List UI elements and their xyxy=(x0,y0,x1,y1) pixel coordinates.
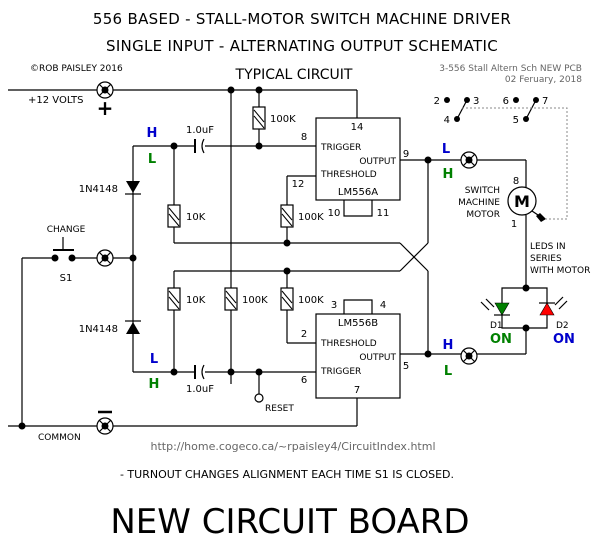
plus-12v-label: +12 VOLTS xyxy=(28,95,83,106)
ic-a-pin8: 8 xyxy=(301,132,307,143)
r-100k-b-mid-label: 100K xyxy=(242,295,268,306)
ic-b-name: LM556B xyxy=(338,318,378,329)
resistor-100k-a12 xyxy=(280,204,294,228)
led-d2-label: D2 xyxy=(556,321,569,331)
led-bridge xyxy=(501,284,548,332)
date: 02 Feruary, 2018 xyxy=(505,75,582,85)
top-left-l: L xyxy=(148,152,156,167)
ic-a-threshold: THRESHOLD xyxy=(320,170,377,180)
diode-bottom-label: 1N4148 xyxy=(79,324,118,335)
top-left-h: H xyxy=(147,126,158,141)
r-10k-a-label: 10K xyxy=(186,212,206,223)
ic-a-pin12: 12 xyxy=(292,179,305,190)
bottom-left-h: H xyxy=(149,377,160,392)
switch-change-label: CHANGE xyxy=(47,225,86,235)
motor-pin1: 1 xyxy=(511,219,517,230)
contact-5: 5 xyxy=(513,115,519,126)
contact-6: 6 xyxy=(503,96,509,107)
ic-lm556b xyxy=(315,299,401,399)
contact-4: 4 xyxy=(444,115,450,126)
leds-note-1: LEDS IN xyxy=(530,242,566,252)
cap-top-label: 1.0uF xyxy=(186,125,214,136)
bottom-left-l: L xyxy=(150,352,158,367)
footer-url[interactable]: http://home.cogeco.ca/~rpaisley4/Circuit… xyxy=(150,440,435,453)
ic-a-trigger: TRIGGER xyxy=(320,143,361,153)
title-line-1: 556 BASED - STALL-MOTOR SWITCH MACHINE D… xyxy=(93,10,511,28)
footer-note: - TURNOUT CHANGES ALIGNMENT EACH TIME S1… xyxy=(120,468,454,481)
leds-note-2: SERIES xyxy=(530,254,562,264)
r-100k-b2-label: 100K xyxy=(298,295,324,306)
contact-7: 7 xyxy=(542,96,548,107)
ic-b-pin6: 6 xyxy=(301,375,307,386)
ic-a-pin9: 9 xyxy=(403,149,409,160)
r-top-100k-label: 100K xyxy=(270,114,296,125)
capacitor-top xyxy=(194,138,205,154)
title-line-2: SINGLE INPUT - ALTERNATING OUTPUT SCHEMA… xyxy=(106,37,498,55)
resistor-100k-b-mid xyxy=(224,287,238,311)
common-label: COMMON xyxy=(38,433,81,443)
ic-a-pin10: 10 xyxy=(328,208,341,219)
out-b-l: L xyxy=(444,364,452,379)
out-b-h: H xyxy=(443,338,454,353)
reset-terminal[interactable] xyxy=(254,393,264,403)
diode-top-label: 1N4148 xyxy=(79,184,118,195)
led-d2-state: ON xyxy=(553,332,575,347)
contact-3: 3 xyxy=(473,96,479,107)
r-10k-b-label: 10K xyxy=(186,295,206,306)
motor-pin8: 8 xyxy=(513,176,519,187)
out-a-h: H xyxy=(443,167,454,182)
banner: NEW CIRCUIT BOARD xyxy=(110,502,469,542)
ic-a-output: OUTPUT xyxy=(359,157,396,167)
reset-label: RESET xyxy=(265,404,294,414)
leds-note-3: WITH MOTOR xyxy=(530,266,590,276)
ic-b-pin2: 2 xyxy=(301,329,307,340)
ic-b-threshold: THRESHOLD xyxy=(320,339,377,349)
ic-a-name: LM556A xyxy=(338,187,378,198)
plus-12v-rail xyxy=(8,81,358,118)
ic-b-trigger: TRIGGER xyxy=(320,367,361,377)
led-d1-label: D1 xyxy=(490,321,503,331)
ic-b-pin3: 3 xyxy=(331,300,337,311)
copyright: ©ROB PAISLEY 2016 xyxy=(30,64,123,74)
ic-b-pin4: 4 xyxy=(380,300,386,311)
led-d1-state: ON xyxy=(490,332,512,347)
r-100k-a12-label: 100K xyxy=(298,212,324,223)
motor-label-3: MOTOR xyxy=(466,210,500,220)
file-name: 3-556 Stall Altern Sch NEW PCB xyxy=(439,64,582,74)
resistor-100k-b2 xyxy=(280,287,294,311)
switch-s1-label: S1 xyxy=(60,273,73,284)
cap-bottom-label: 1.0uF xyxy=(186,384,214,395)
switch-s1[interactable] xyxy=(22,237,76,262)
ic-b-pin5: 5 xyxy=(403,361,409,372)
motor-symbol: M xyxy=(514,192,530,211)
motor-label-1: SWITCH xyxy=(465,186,500,196)
motor-label-2: MACHINE xyxy=(458,198,500,208)
capacitor-bottom xyxy=(194,364,205,380)
led-d2-icon xyxy=(539,296,568,316)
diode-bottom-icon xyxy=(125,320,141,334)
plus-sign: + xyxy=(97,96,114,120)
out-a-l: L xyxy=(442,142,450,157)
ic-a-pin11: 11 xyxy=(377,208,390,219)
subtitle: TYPICAL CIRCUIT xyxy=(235,67,353,83)
motor-contacts xyxy=(444,97,568,220)
ic-b-output: OUTPUT xyxy=(359,353,396,363)
ic-b-pin7: 7 xyxy=(354,385,360,396)
contact-2: 2 xyxy=(434,96,440,107)
resistor-10k-b xyxy=(167,287,181,311)
ic-a-pin14: 14 xyxy=(351,122,364,133)
led-d1-icon xyxy=(480,298,510,316)
diode-top-icon xyxy=(125,181,141,195)
resistor-10k-a xyxy=(167,204,181,228)
ic-lm556a xyxy=(315,117,401,217)
resistor-100k-top xyxy=(252,106,266,130)
motor-icon xyxy=(507,186,546,222)
